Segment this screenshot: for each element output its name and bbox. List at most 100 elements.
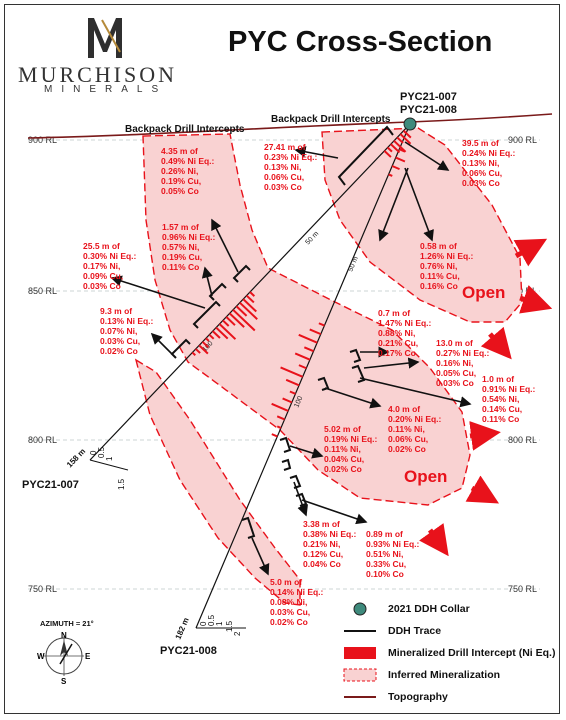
intercept-line: 0.06% Cu, xyxy=(388,434,428,444)
intercept-bar xyxy=(298,364,307,370)
intercept-bar xyxy=(242,298,257,313)
intercept-line: 0.33% Cu, xyxy=(366,559,406,569)
hole-008-scale-0: 0 xyxy=(199,621,208,626)
intercept-line: 13.0 m of xyxy=(436,338,473,348)
collar-label-008: PYC21-008 xyxy=(400,104,457,116)
intercept-bar xyxy=(390,143,401,154)
topography-line-icon xyxy=(340,688,380,706)
intercept-bar xyxy=(395,156,406,163)
leader-i6 xyxy=(404,167,434,242)
azimuth-label: AZIMUTH = 21° xyxy=(40,619,94,628)
bracket-007-c xyxy=(192,300,221,329)
intercept-bar xyxy=(198,344,209,355)
intercept-line: 0.06% Cu, xyxy=(462,168,502,178)
intercept-bar xyxy=(222,319,230,327)
hole-007-scale-05: 0.5 xyxy=(97,446,106,458)
hole-008-scale-1: 1 xyxy=(215,621,224,626)
bracket-008-c xyxy=(317,376,330,391)
intercept-line: 0.16% Co xyxy=(420,281,458,291)
rl-right-750: 750 RL xyxy=(508,584,537,594)
intercept-bar xyxy=(276,425,282,429)
hole-007-scale-0: 0 xyxy=(89,450,98,455)
intercept-line: 0.02% Co xyxy=(388,444,426,454)
leader-i2 xyxy=(294,146,339,159)
intercept-line: 0.24% Ni Eq.: xyxy=(462,148,516,158)
intercept-bar xyxy=(205,337,210,342)
intercept-bar xyxy=(271,433,278,438)
rl-right-800: 800 RL xyxy=(508,435,537,445)
intercept-line: 0.11% Ni, xyxy=(324,444,361,454)
intercept-line: 1.57 m of xyxy=(162,222,199,232)
open-arrow-4 xyxy=(469,420,501,451)
intercept-line: 0.14% Cu, xyxy=(482,404,522,414)
intercept-line: 0.03% Co xyxy=(462,178,500,188)
intercept-line: 0.51% Ni, xyxy=(366,549,403,559)
legend-label: 2021 DDH Collar xyxy=(388,603,470,615)
zone-upper-left xyxy=(142,133,471,506)
intercept-bar xyxy=(303,346,314,353)
compass-e: E xyxy=(85,652,91,661)
tick-008-50m: 50 m xyxy=(347,256,360,273)
intercept-bar xyxy=(191,351,196,356)
intercept-line: 0.13% Ni Eq.: xyxy=(100,316,154,326)
leader-i1 xyxy=(211,218,239,273)
murchison-logo-icon xyxy=(88,18,122,58)
legend-label: DDH Trace xyxy=(388,625,442,637)
intercept-line: 0.07% Ni, xyxy=(100,326,137,336)
leader-i13 xyxy=(293,481,308,517)
legend-row-trace: DDH Trace xyxy=(340,622,441,640)
legend-label: Inferred Mineralization xyxy=(388,669,501,681)
intercept-line: 0.93% Ni Eq.: xyxy=(366,539,420,549)
rl-left-800: 800 RL xyxy=(28,435,57,445)
intercept-line: 5.02 m of xyxy=(324,424,361,434)
intercept-line: 5.0 m of xyxy=(270,577,302,587)
intercept-line: 0.76% Ni, xyxy=(420,261,457,271)
logo-wordmark: MURCHISON xyxy=(18,62,178,87)
intercept-bar xyxy=(215,326,229,340)
intercept-bar xyxy=(386,146,393,153)
intercept-line: 0.57% Ni, xyxy=(162,242,199,252)
bracket-008-a xyxy=(349,348,362,363)
intercept-line: 4.0 m of xyxy=(388,404,420,414)
intercept-bar xyxy=(280,366,304,378)
figure-frame xyxy=(4,4,560,714)
tick-008-100: 100 xyxy=(293,395,304,409)
intercept-line: 0.02% Co xyxy=(270,617,308,627)
intercept-bar xyxy=(396,136,404,144)
intercept-line: 0.26% Ni, xyxy=(161,166,198,176)
intercept-bar xyxy=(285,378,300,387)
intercept-bar xyxy=(232,309,256,332)
hole-label-008: PYC21-008 xyxy=(160,645,217,657)
intercept-bar xyxy=(195,348,201,354)
intercept-line: 0.11% Co xyxy=(482,414,519,424)
hole-008-scale-2: 2 xyxy=(233,631,242,636)
intercept-line: 0.21% Ni, xyxy=(303,539,340,549)
logo-subtitle: MINERALS xyxy=(44,84,168,95)
open-arrow-6 xyxy=(419,523,449,557)
bracket-007-b xyxy=(208,282,227,301)
hole-008-scale-05: 0.5 xyxy=(207,614,216,626)
intercept-bar xyxy=(398,148,406,153)
rl-right-900: 900 RL xyxy=(508,135,537,145)
leader-i4 xyxy=(201,266,213,297)
open-label-upper: Open xyxy=(462,283,505,302)
legend-label: Mineralized Drill Intercept (Ni Eq.) xyxy=(388,647,556,659)
leader-arrows xyxy=(110,141,472,576)
intercept-bar xyxy=(201,341,210,349)
intercept-line: 0.16% Ni, xyxy=(436,358,473,368)
intercept-line: 0.03% Cu, xyxy=(270,607,310,617)
intercept-bar xyxy=(208,333,215,340)
intercept-line: 0.04% Co xyxy=(303,559,341,569)
intercept-line: 0.11% Ni, xyxy=(388,424,425,434)
intercept-line: 0.05% Cu, xyxy=(436,368,476,378)
zone-lower-small xyxy=(134,358,301,606)
